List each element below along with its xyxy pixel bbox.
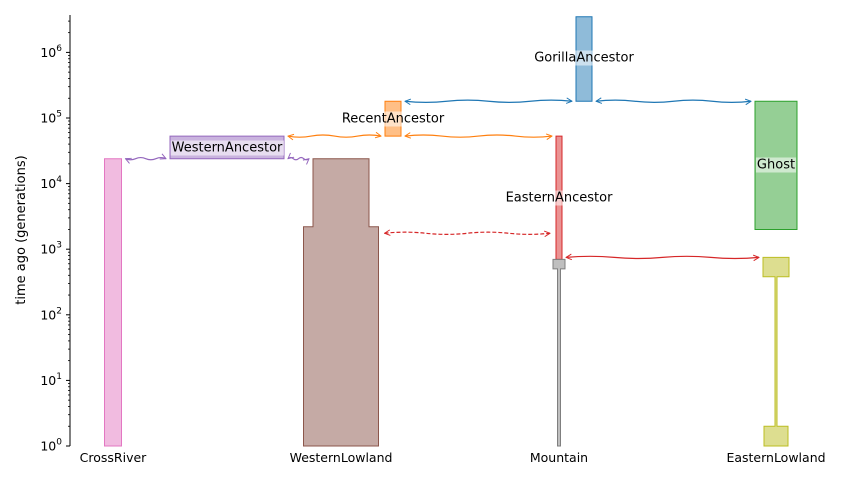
deme-WesternLowland bbox=[303, 158, 379, 447]
deme-CrossRiver bbox=[104, 158, 122, 447]
leaf-label-Mountain: Mountain bbox=[530, 450, 588, 465]
y-tick-label: 102 bbox=[40, 306, 62, 322]
y-tick-exponent: 2 bbox=[56, 306, 62, 316]
leaf-label-WesternLowland: WesternLowland bbox=[290, 450, 393, 465]
deme-labels-layer: GorillaAncestorRecentAncestorWesternAnce… bbox=[170, 50, 797, 206]
deme-label-background bbox=[170, 140, 285, 156]
deme-EasternLowland bbox=[762, 256, 790, 447]
migration-WesternLowland-EasternAncestor bbox=[385, 232, 551, 234]
link-RecentAncestor-WesternAncestor bbox=[288, 135, 381, 137]
y-tick-base: 10 bbox=[40, 111, 56, 126]
demes-layer bbox=[104, 16, 798, 447]
y-tick-label: 103 bbox=[40, 241, 62, 257]
link-GorillaAncestor-RecentAncestor bbox=[405, 100, 572, 102]
y-tick-label: 105 bbox=[40, 110, 62, 126]
y-tick-exponent: 4 bbox=[56, 175, 62, 185]
y-tick-exponent: 1 bbox=[56, 372, 62, 382]
y-tick-exponent: 3 bbox=[56, 241, 62, 251]
deme-Mountain bbox=[552, 258, 566, 447]
deme-label-GorillaAncestor: GorillaAncestor bbox=[534, 51, 634, 66]
deme-label-EasternAncestor: EasternAncestor bbox=[506, 191, 614, 206]
y-tick-base: 10 bbox=[40, 45, 56, 60]
deme-label-WesternAncestor: WesternAncestor bbox=[172, 141, 283, 156]
deme-label-background bbox=[533, 50, 636, 66]
y-tick-label: 100 bbox=[40, 438, 62, 454]
deme-label-background bbox=[755, 157, 797, 173]
link-GorillaAncestor-Ghost bbox=[596, 100, 751, 102]
y-tick-base: 10 bbox=[40, 307, 56, 322]
y-tick-label: 106 bbox=[40, 44, 62, 60]
link-EasternAncestor-EasternLowland bbox=[566, 256, 759, 258]
y-tick-exponent: 6 bbox=[56, 44, 62, 54]
leaf-label-CrossRiver: CrossRiver bbox=[80, 450, 148, 465]
deme-label-background bbox=[340, 111, 446, 127]
link-RecentAncestor-EasternAncestor bbox=[405, 135, 552, 137]
deme-label-background bbox=[504, 190, 615, 206]
link-WesternAncestor-CrossRiver bbox=[126, 158, 167, 160]
y-tick-base: 10 bbox=[40, 242, 56, 257]
y-tick-base: 10 bbox=[40, 176, 56, 191]
y-tick-label: 101 bbox=[40, 372, 62, 388]
leaf-label-EasternLowland: EasternLowland bbox=[726, 450, 825, 465]
x-axis-leaf-labels: CrossRiver WesternLowland Mountain EasternL… bbox=[80, 450, 826, 465]
y-tick-exponent: 0 bbox=[56, 438, 62, 448]
y-axis-title: time ago (generations) bbox=[14, 155, 29, 304]
y-tick-label: 104 bbox=[40, 175, 62, 191]
link-WesternAncestor-WesternLowland bbox=[288, 158, 309, 160]
ancestry-links-layer bbox=[126, 100, 760, 258]
deme-label-Ghost: Ghost bbox=[757, 158, 795, 173]
y-tick-base: 10 bbox=[40, 373, 56, 388]
y-tick-exponent: 5 bbox=[56, 110, 62, 120]
deme-label-RecentAncestor: RecentAncestor bbox=[342, 112, 445, 127]
y-tick-base: 10 bbox=[40, 439, 56, 454]
